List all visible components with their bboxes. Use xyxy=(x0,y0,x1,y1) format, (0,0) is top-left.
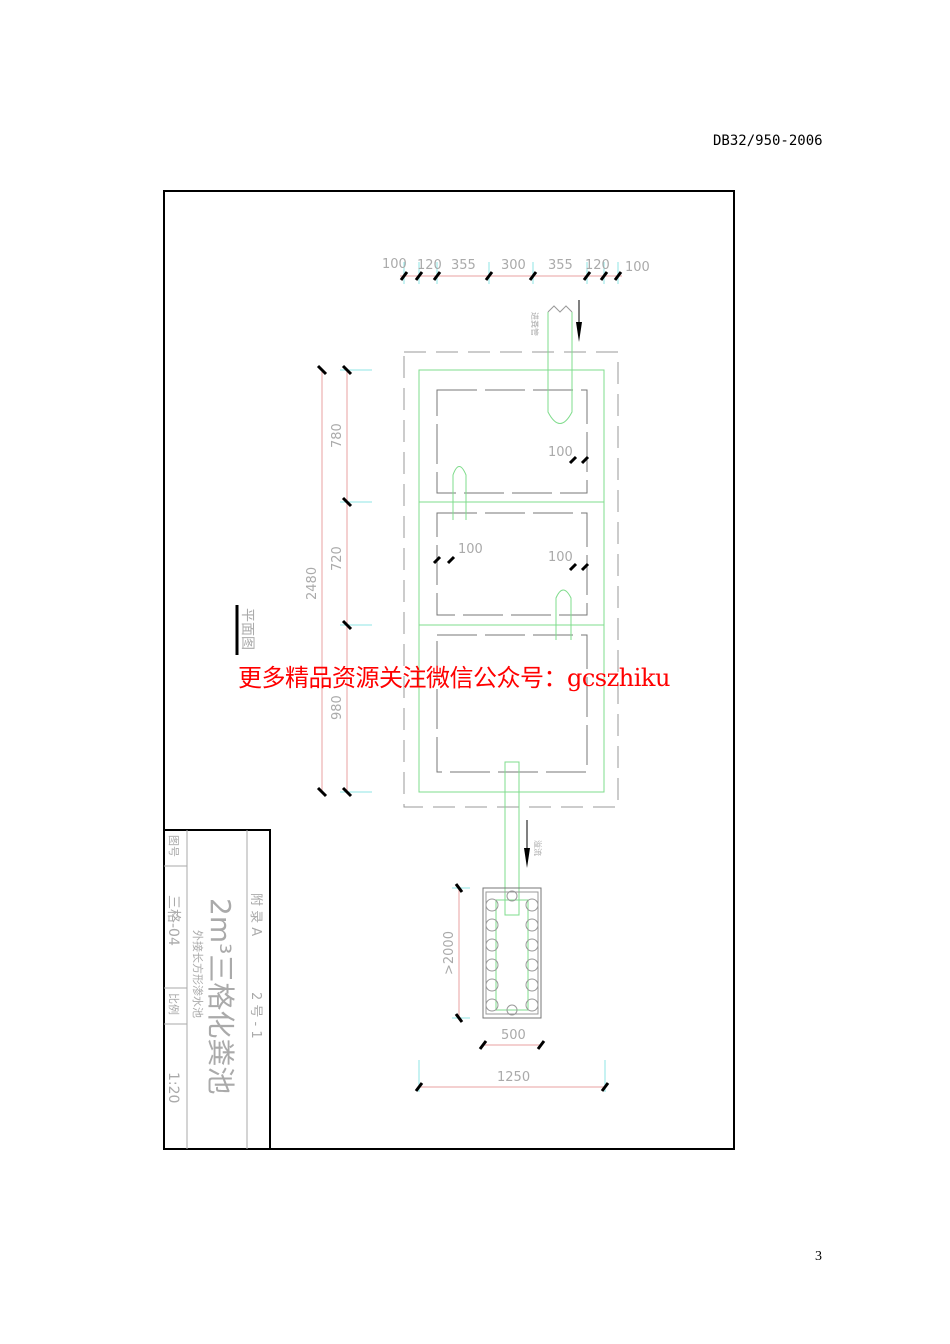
sheet-number: 2 号 - 1 xyxy=(248,992,263,1039)
outlet-label: 溢流 xyxy=(533,840,543,856)
dim-chamber-2: 720 xyxy=(330,546,345,571)
scale-value: 1:20 xyxy=(165,1072,181,1103)
dim-pit-width: 500 xyxy=(501,1028,526,1043)
left-dimensions: 2480 780 720 980 xyxy=(305,364,372,798)
dim-label: 100 xyxy=(458,542,483,557)
dim-label: 355 xyxy=(548,258,573,273)
dim-label: 100 xyxy=(625,260,650,275)
drawing-title: 2m³三格化粪池 xyxy=(204,898,237,1094)
top-dimension-chain: 100 120 355 300 355 120 100 xyxy=(382,257,650,284)
drawing-no-label: 图号 xyxy=(167,835,180,857)
drawing-no: 三格-04 xyxy=(165,895,181,946)
dim-chamber-1: 780 xyxy=(330,423,345,448)
dim-overall-width: 1250 xyxy=(497,1070,530,1085)
dim-label: 100 xyxy=(548,550,573,565)
drawing-frame xyxy=(163,190,735,1150)
septic-tank-plan: 进粪管 溢流 100 100 100 xyxy=(403,300,619,916)
standard-code: DB32/950-2006 xyxy=(713,133,823,149)
drawing-subtitle: 外接长方形渗水池 xyxy=(191,930,205,1018)
appendix-label: 附 录 A xyxy=(248,893,263,936)
dim-label: 100 xyxy=(548,445,573,460)
watermark: 更多精品资源关注微信公众号：gcszhiku xyxy=(238,664,670,692)
inlet-label: 进粪管 xyxy=(530,312,540,336)
scale-label: 比例 xyxy=(167,993,181,1015)
dim-label: 120 xyxy=(585,258,610,273)
dim-label: 120 xyxy=(417,258,442,273)
soak-pit: >2000 500 1250 xyxy=(414,883,610,1092)
dim-total-length: 2480 xyxy=(305,567,320,600)
dim-label: 355 xyxy=(451,258,476,273)
title-block: 图号 三格-04 比例 1:20 2m³三格化粪池 外接长方形渗水池 附 录 A… xyxy=(163,829,271,1150)
dim-label: 100 xyxy=(382,257,407,272)
dim-chamber-3: 980 xyxy=(330,695,345,720)
page-number: 3 xyxy=(815,1249,822,1264)
view-label: 平面图 xyxy=(239,608,255,650)
dim-pit-depth: >2000 xyxy=(442,931,457,975)
dim-label: 300 xyxy=(501,258,526,273)
